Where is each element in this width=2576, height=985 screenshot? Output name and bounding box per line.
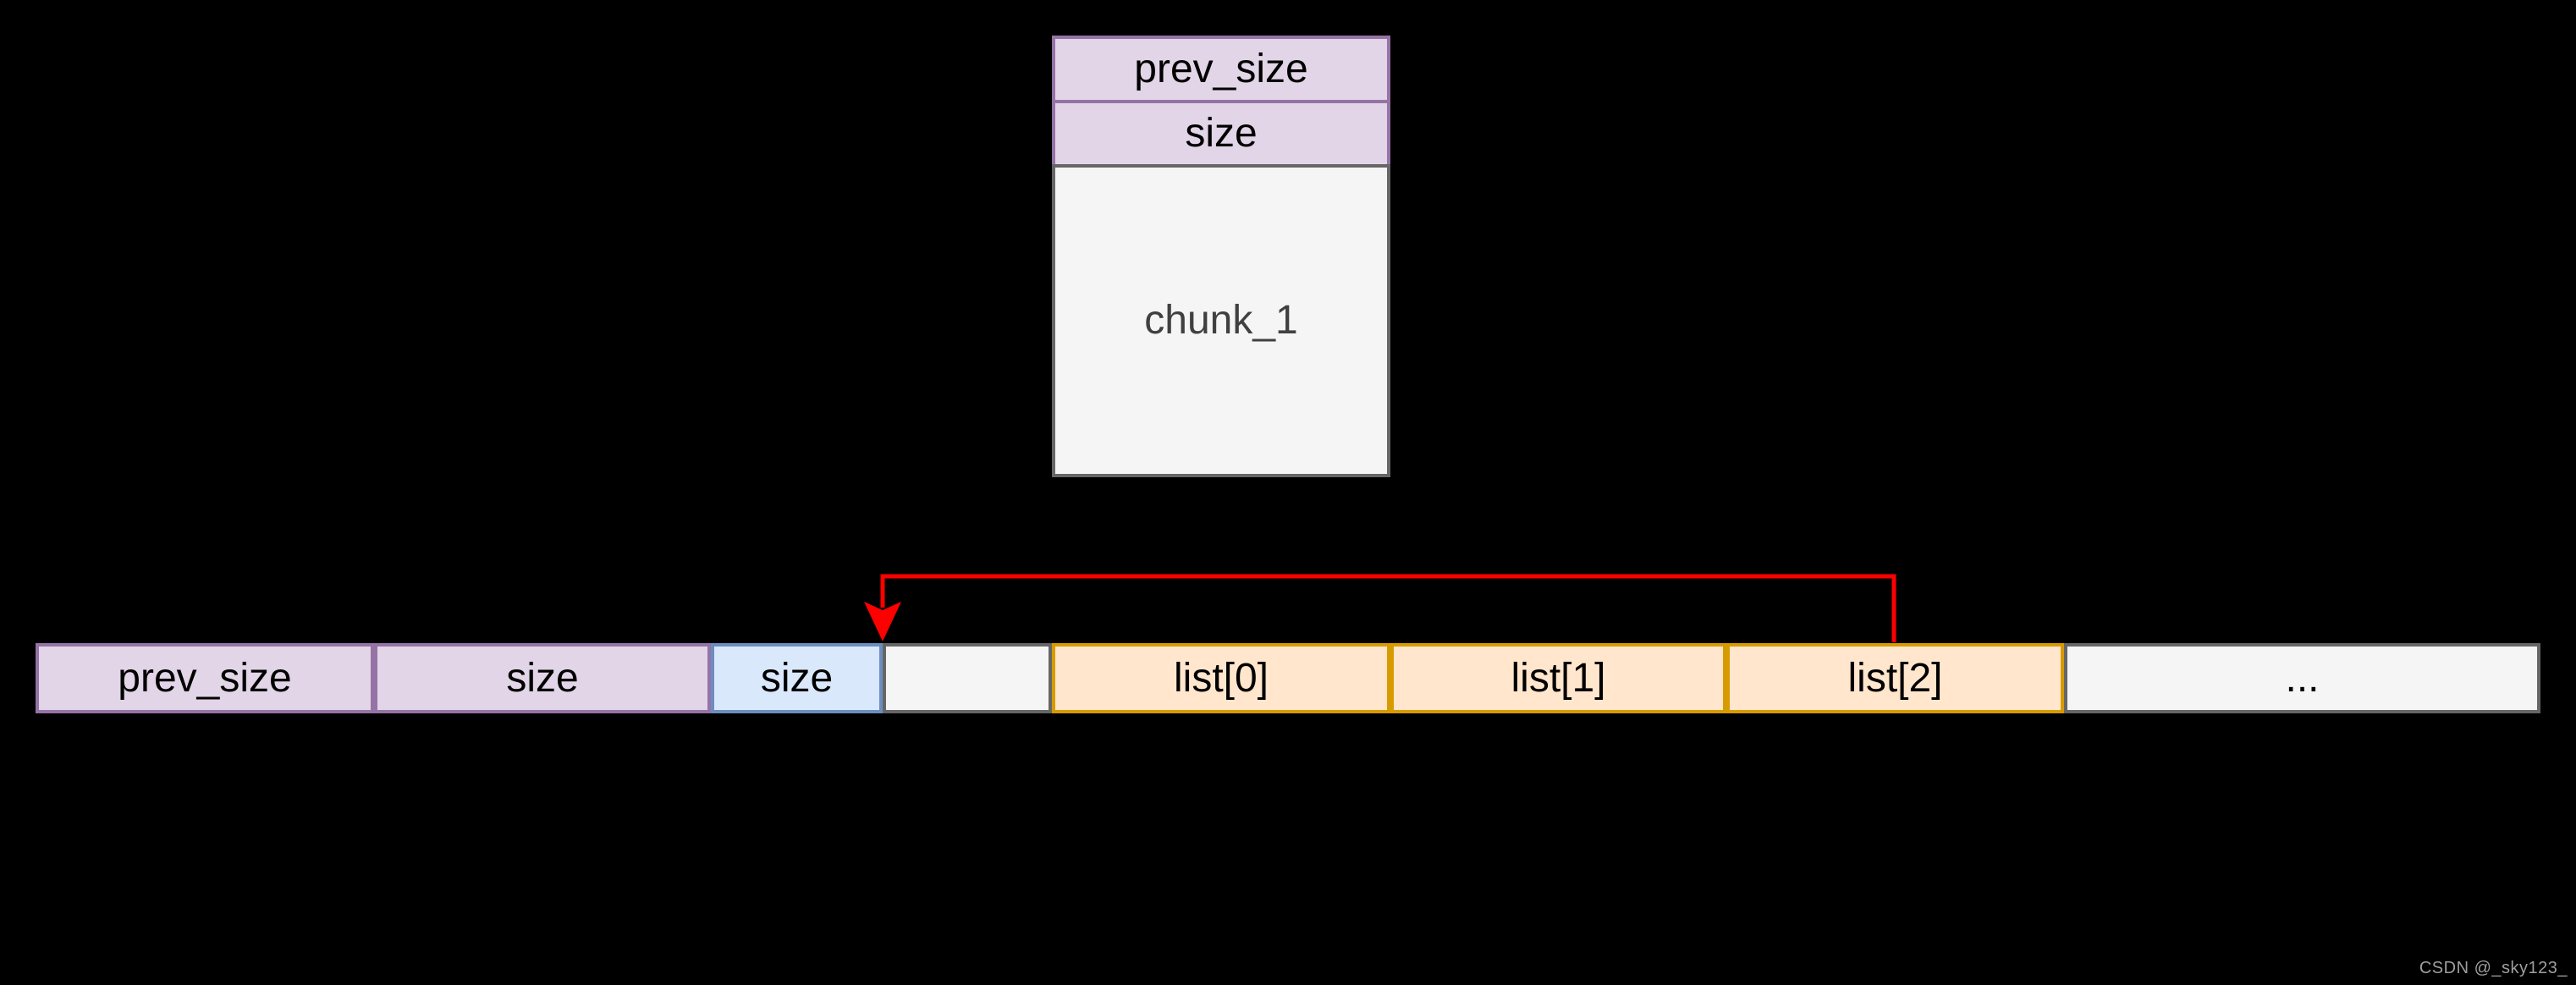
chunk-box: prev_size size chunk_1 [1052, 36, 1390, 477]
memory-row: prev_size size size list[0] list[1] list… [36, 643, 2540, 713]
chunk-body-label: chunk_1 [1052, 164, 1390, 477]
chunk-header-prev-size: prev_size [1052, 36, 1390, 103]
memory-cell-ellipsis: ... [2064, 643, 2540, 713]
red-arrow-head [864, 602, 901, 641]
memory-cell-list-2: list[2] [1726, 643, 2064, 713]
chunk-header-size: size [1052, 100, 1390, 168]
memory-cell-size: size [374, 643, 711, 713]
memory-cell-size-blue: size [711, 643, 883, 713]
memory-cell-empty [883, 643, 1052, 713]
red-arrow-line [880, 574, 1896, 642]
memory-cell-prev-size: prev_size [36, 643, 374, 713]
watermark: CSDN @_sky123_ [2419, 959, 2568, 977]
memory-cell-list-0: list[0] [1052, 643, 1390, 713]
memory-cell-list-1: list[1] [1390, 643, 1726, 713]
